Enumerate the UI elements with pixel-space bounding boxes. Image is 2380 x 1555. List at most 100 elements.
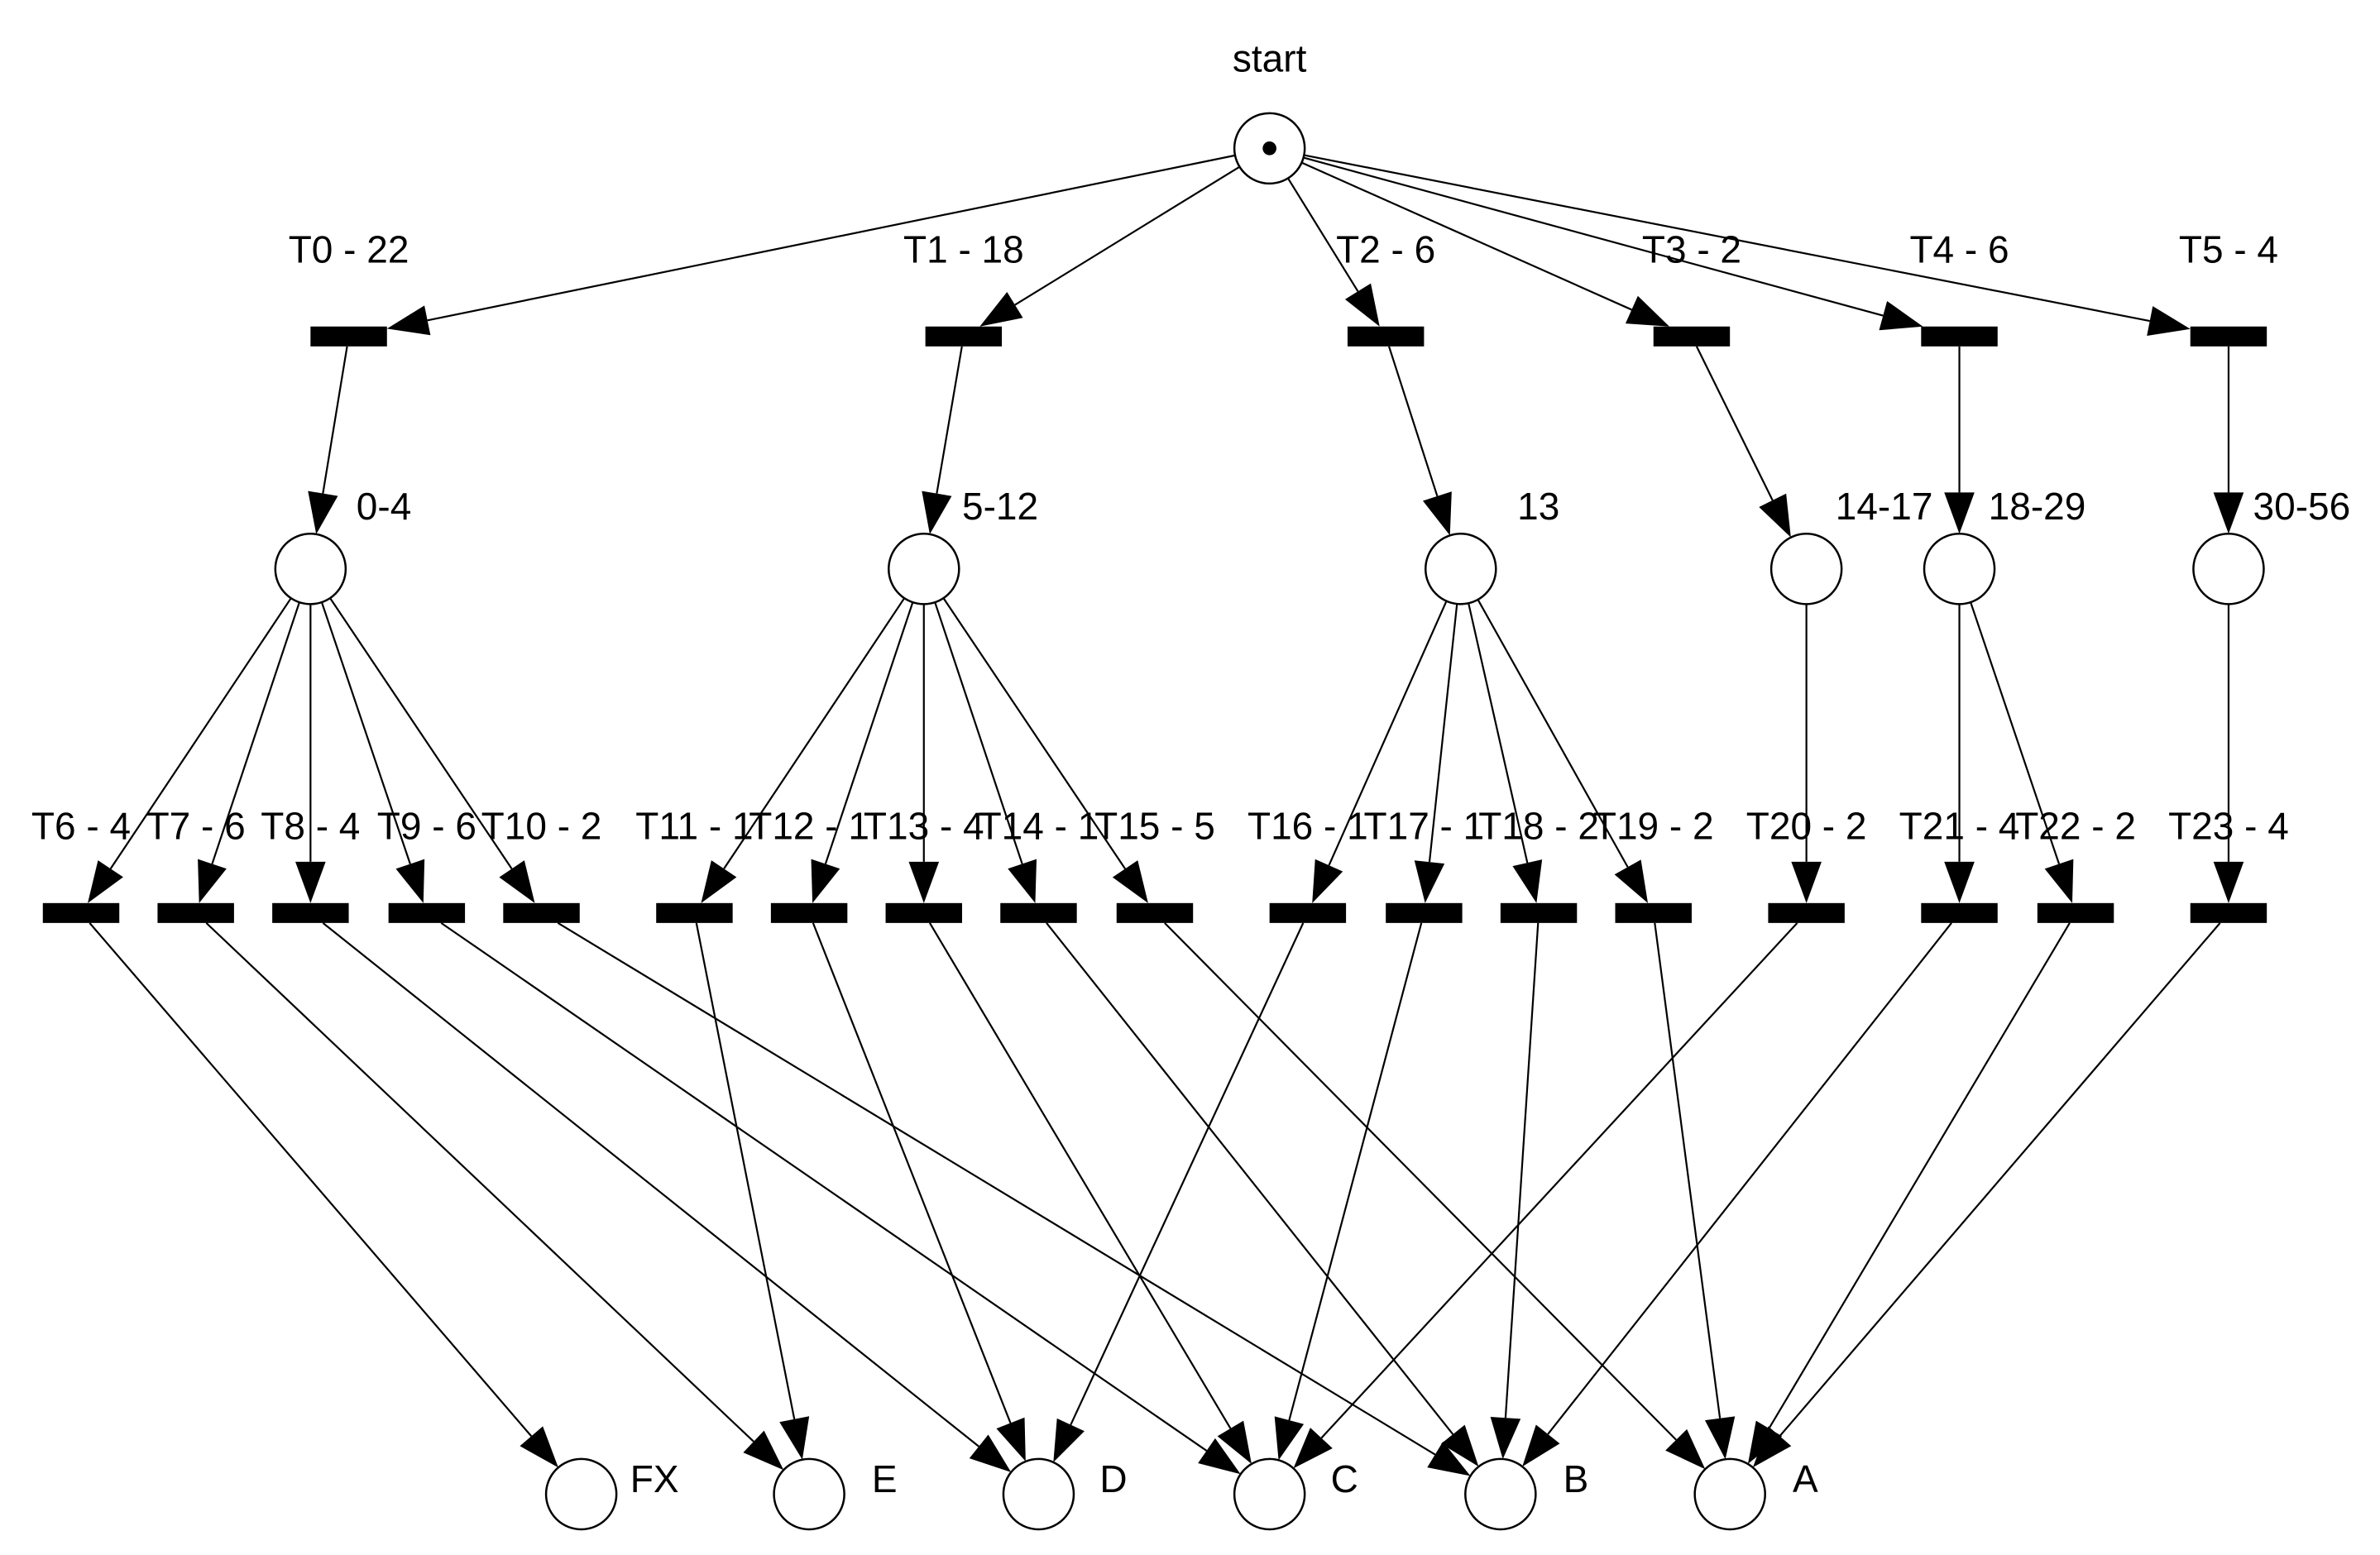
transition-T23[interactable]: [2190, 902, 2267, 923]
arc-T3-p1417: [1695, 346, 1791, 538]
transition-label-T6: T6 - 4: [31, 804, 131, 847]
transition-label-T20: T20 - 2: [1746, 804, 1867, 847]
transition-T3[interactable]: [1653, 326, 1731, 347]
transition-label-T3: T3 - 2: [1642, 227, 1741, 270]
place-p1829[interactable]: [1923, 533, 1996, 605]
place-start[interactable]: [1233, 112, 1306, 185]
transition-T15[interactable]: [1116, 902, 1194, 923]
place-FX[interactable]: [544, 1457, 618, 1531]
place-p04[interactable]: [274, 533, 347, 605]
place-label-start: start: [1233, 36, 1307, 79]
place-A[interactable]: [1693, 1457, 1766, 1531]
transition-T11[interactable]: [656, 902, 733, 923]
place-p1417[interactable]: [1769, 533, 1843, 605]
transition-T19[interactable]: [1615, 902, 1692, 923]
arc-p04-T10: [329, 597, 535, 903]
arc-T9-C: [440, 921, 1241, 1475]
arc-start-T4: [1303, 156, 1923, 331]
transition-label-T15: T15 - 5: [1094, 804, 1215, 847]
arc-T11-E: [695, 922, 810, 1460]
transition-T22[interactable]: [2037, 902, 2114, 923]
place-label-B: B: [1564, 1457, 1589, 1500]
transition-label-T22: T22 - 2: [2015, 804, 2136, 847]
transition-T8[interactable]: [272, 902, 349, 923]
arc-T12-D: [812, 922, 1026, 1462]
place-p3056[interactable]: [2192, 533, 2265, 605]
arc-p512-T12: [811, 601, 914, 903]
arc-T23-A: [1752, 922, 2221, 1468]
transition-label-T19: T19 - 2: [1593, 804, 1714, 847]
place-label-p1829: 18-29: [1989, 485, 2086, 528]
arcs-layer: [88, 154, 2244, 1476]
transition-T0[interactable]: [310, 326, 387, 347]
place-B[interactable]: [1464, 1457, 1537, 1531]
transition-T7[interactable]: [157, 902, 234, 923]
place-label-p1417: 14-17: [1836, 485, 1933, 528]
arc-T14-B: [1046, 922, 1479, 1467]
arc-T10-B: [557, 921, 1471, 1476]
place-D[interactable]: [1002, 1457, 1075, 1531]
transition-T9[interactable]: [388, 902, 466, 923]
arc-start-T5: [1304, 154, 2191, 337]
place-p512[interactable]: [888, 533, 960, 605]
transition-T21[interactable]: [1921, 902, 1998, 923]
place-label-p13: 13: [1517, 485, 1559, 528]
arc-T15-A: [1164, 922, 1706, 1470]
arc-T5-p3056: [2213, 346, 2244, 534]
transition-label-T11: T11 - 1: [635, 804, 753, 847]
arc-T4-p1829: [1944, 346, 1975, 534]
transition-label-T2: T2 - 6: [1336, 227, 1435, 270]
place-label-D: D: [1099, 1457, 1127, 1500]
place-p13[interactable]: [1424, 533, 1497, 605]
transition-T4[interactable]: [1921, 326, 1998, 347]
transition-label-T4: T4 - 6: [1909, 227, 2009, 270]
transition-T5[interactable]: [2190, 326, 2267, 347]
arc-p04-T6: [88, 597, 292, 903]
token-dot: [1262, 141, 1276, 156]
arc-T0-p04: [308, 346, 348, 534]
arc-start-T0: [386, 154, 1236, 336]
nodes-layer: [42, 112, 2267, 1531]
place-E[interactable]: [773, 1457, 845, 1531]
transition-T10[interactable]: [503, 902, 580, 923]
arc-start-T1: [979, 165, 1240, 327]
transition-label-T1: T1 - 18: [903, 227, 1024, 270]
transition-label-T14: T14 - 1: [979, 804, 1099, 847]
transition-T16[interactable]: [1269, 902, 1347, 923]
place-label-p512: 5-12: [962, 485, 1038, 528]
arc-p04-T9: [320, 601, 425, 903]
transition-T17[interactable]: [1386, 902, 1463, 923]
arc-p13-T18: [1468, 603, 1543, 903]
transition-label-T8: T8 - 4: [261, 804, 360, 847]
transition-T13[interactable]: [885, 902, 963, 923]
arc-T18-B: [1490, 922, 1540, 1460]
arc-p04-T7: [198, 601, 300, 903]
arc-T19-A: [1654, 922, 1736, 1460]
transition-T18[interactable]: [1500, 902, 1578, 923]
transition-T2[interactable]: [1347, 326, 1425, 347]
arc-T6-FX: [89, 922, 558, 1468]
arc-p13-T17: [1414, 603, 1458, 903]
transition-T6[interactable]: [42, 902, 120, 923]
place-C[interactable]: [1233, 1457, 1306, 1531]
arc-p512-T13: [908, 604, 940, 903]
transition-T1[interactable]: [925, 326, 1003, 347]
transition-label-T23: T23 - 4: [2168, 804, 2289, 847]
arc-p13-T16: [1312, 600, 1448, 903]
arc-T16-D: [1053, 922, 1305, 1462]
arc-T8-D: [322, 921, 1012, 1472]
transition-label-T5: T5 - 4: [2179, 227, 2278, 270]
arc-p1417-T20: [1791, 604, 1822, 903]
arc-T22-A: [1747, 922, 2071, 1464]
transition-label-T0: T0 - 22: [289, 227, 409, 270]
transition-T20[interactable]: [1768, 902, 1845, 923]
transition-T12[interactable]: [770, 902, 848, 923]
place-label-E: E: [872, 1457, 898, 1500]
arc-p13-T19: [1477, 599, 1649, 903]
transition-label-T10: T10 - 2: [481, 804, 602, 847]
arc-p512-T15: [942, 597, 1148, 903]
transition-T14[interactable]: [1000, 902, 1077, 923]
arc-p1829-T22: [1970, 601, 2074, 903]
